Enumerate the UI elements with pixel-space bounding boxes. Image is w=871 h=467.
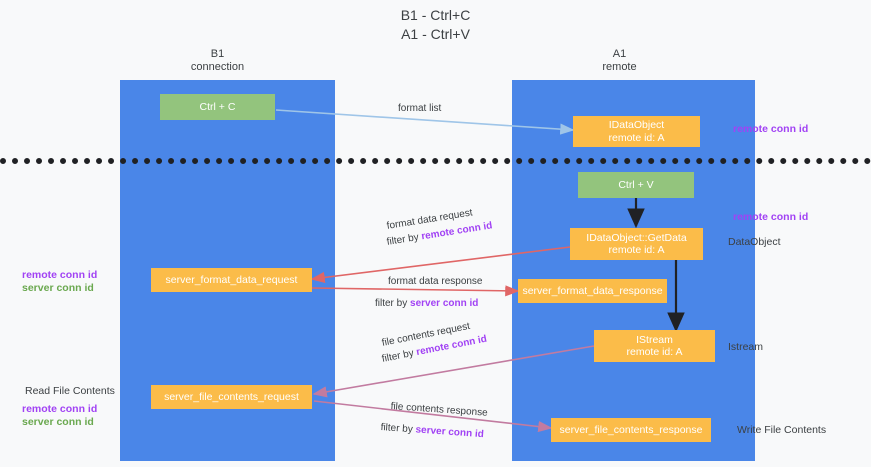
node-server-format-data-response-label: server_format_data_response (522, 284, 663, 297)
title-line-2: A1 - Ctrl+V (401, 26, 470, 42)
node-ctrl-c-label: Ctrl + C (199, 100, 236, 113)
lane-header-a1: A1 remote (552, 48, 687, 74)
node-istream-line1: IStream (636, 333, 673, 346)
filter-key: server conn id (415, 424, 485, 441)
lane-header-a1-role: remote (602, 61, 637, 73)
title-line-1: B1 - Ctrl+C (400, 7, 471, 23)
node-getdata[interactable]: IDataObject::GetData remote id: A (570, 228, 703, 260)
filter-key: server conn id (410, 298, 479, 309)
filter-prefix: filter by (386, 231, 423, 248)
edge-label-file-contents-response-filter: filter by server conn id (380, 422, 484, 441)
annotation-write-file-contents: Write File Contents (737, 424, 827, 436)
node-idataobject-line1: IDataObject (608, 119, 665, 131)
annotation-left-remote-conn-id-mid: remote conn id (22, 269, 98, 281)
filter-prefix: filter by (375, 298, 411, 309)
edge-label-file-contents-response: file contents response (390, 401, 489, 419)
node-server-file-contents-response[interactable]: server_file_contents_response (551, 418, 711, 442)
filter-prefix: filter by (381, 347, 418, 365)
annotation-left-remote-conn-id-bottom: remote conn id (22, 403, 98, 415)
node-server-file-contents-response-label: server_file_contents_response (559, 423, 703, 436)
node-getdata-line2: remote id: A (608, 244, 665, 256)
node-istream-line2: remote id: A (626, 346, 683, 358)
node-ctrl-v-label: Ctrl + V (618, 178, 654, 191)
edge-format-data-response (311, 285, 520, 297)
annotation-dataobject: DataObject (728, 236, 781, 248)
annotation-left-server-conn-id-mid: server conn id (22, 282, 94, 294)
node-ctrl-c[interactable]: Ctrl + C (160, 94, 275, 120)
lane-header-b1-name: B1 (210, 48, 225, 60)
node-ctrl-v[interactable]: Ctrl + V (578, 172, 694, 198)
lane-header-a1-name: A1 (612, 48, 627, 60)
lane-header-b1-role: connection (190, 61, 245, 73)
node-server-format-data-request-label: server_format_data_request (165, 273, 298, 286)
annotation-read-file-contents: Read File Contents (25, 385, 115, 397)
edge-label-format-data-response: format data response (388, 276, 483, 287)
node-getdata-line1: IDataObject::GetData (586, 231, 687, 244)
lane-header-b1: B1 connection (150, 48, 285, 74)
node-istream[interactable]: IStream remote id: A (594, 330, 715, 362)
annotation-remote-conn-id-top: remote conn id (733, 123, 809, 135)
node-idataobject-line2: remote id: A (608, 131, 665, 144)
annotation-left-server-conn-id-bottom: server conn id (22, 416, 94, 428)
annotation-istream: Istream (728, 341, 764, 353)
page-title: B1 - Ctrl+C A1 - Ctrl+V (0, 6, 871, 44)
node-server-format-data-response[interactable]: server_format_data_response (518, 279, 667, 303)
edge-label-format-list: format list (398, 103, 442, 114)
node-server-format-data-request[interactable]: server_format_data_request (151, 268, 312, 292)
phase-divider (0, 158, 871, 164)
node-idataobject[interactable]: IDataObject remote id: A (573, 116, 700, 147)
annotation-remote-conn-id-mid: remote conn id (733, 211, 809, 223)
filter-prefix: filter by (380, 422, 416, 436)
edge-label-format-data-response-filter: filter by server conn id (375, 298, 478, 310)
node-server-file-contents-request[interactable]: server_file_contents_request (151, 385, 312, 409)
node-server-file-contents-request-label: server_file_contents_request (164, 390, 299, 403)
